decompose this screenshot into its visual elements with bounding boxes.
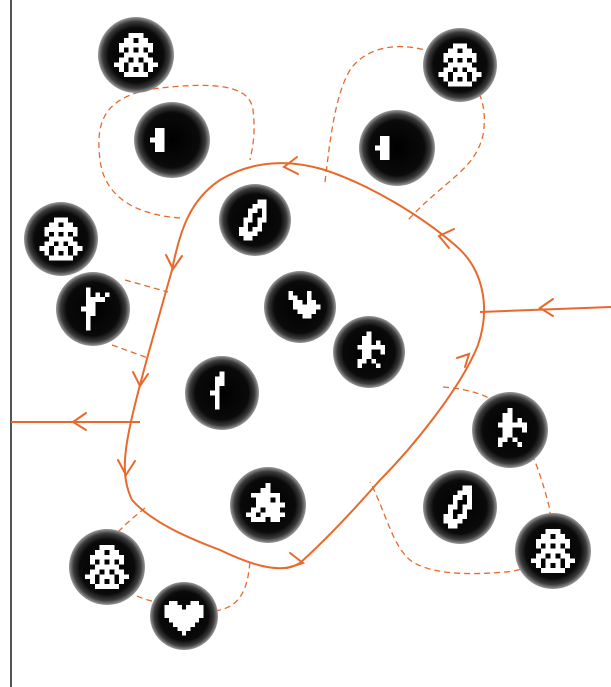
disc-glyph bbox=[246, 483, 285, 522]
disc-glyph bbox=[531, 529, 575, 573]
disc-glyph bbox=[114, 33, 158, 77]
disc-top-right-large-mark bbox=[359, 110, 435, 186]
arrowhead-left-top bbox=[165, 254, 183, 271]
arrowhead-inlet bbox=[538, 298, 554, 317]
arrowhead-outlet bbox=[71, 412, 87, 431]
arrowhead-bottom bbox=[286, 552, 306, 569]
disc-glyph bbox=[497, 408, 527, 447]
disc-right-zero bbox=[423, 470, 497, 544]
disc-glyph bbox=[164, 600, 204, 636]
disc-glyph bbox=[39, 217, 83, 261]
disc-glyph bbox=[357, 331, 386, 369]
disc-background bbox=[423, 470, 497, 544]
disc-glyph bbox=[288, 290, 321, 319]
flow-closed-loop bbox=[123, 162, 485, 570]
arrowhead-left-upper bbox=[132, 371, 149, 388]
disc-glyph bbox=[238, 199, 267, 241]
disc-background bbox=[185, 356, 259, 430]
disc-center-figure bbox=[333, 316, 405, 388]
flow-inlet-right bbox=[479, 306, 611, 313]
arrowhead-left-lower bbox=[117, 459, 136, 477]
flow-arrowheads bbox=[71, 156, 554, 569]
disc-glyph bbox=[210, 371, 225, 410]
disc-glyph bbox=[438, 43, 482, 87]
disc-center-bottom-star bbox=[230, 467, 306, 543]
disc-center-wave bbox=[264, 271, 336, 343]
arrowhead-right bbox=[456, 352, 471, 368]
disc-bottom-left-face bbox=[69, 529, 145, 605]
disc-background bbox=[219, 184, 291, 256]
disc-left-upper-face bbox=[24, 202, 98, 276]
disc-glyph bbox=[150, 127, 165, 153]
arrowhead-upper-right bbox=[437, 228, 455, 249]
disc-background bbox=[134, 102, 210, 178]
solid-flow-lines bbox=[11, 162, 611, 570]
sample-discs bbox=[24, 17, 591, 650]
disc-top-left-large-mark bbox=[134, 102, 210, 178]
disc-glyph bbox=[375, 135, 390, 161]
disc-left-lower-tree bbox=[56, 272, 130, 346]
disc-glyph bbox=[81, 287, 110, 331]
disc-glyph bbox=[85, 545, 129, 589]
disc-center-top-zero bbox=[219, 184, 291, 256]
disc-bottom-heart bbox=[150, 582, 218, 650]
disc-center-one bbox=[185, 356, 259, 430]
dashed-link-left-upper bbox=[124, 279, 169, 293]
disc-right-figure bbox=[472, 392, 548, 468]
arrowhead-top bbox=[282, 156, 299, 175]
disc-background bbox=[359, 110, 435, 186]
disc-glyph bbox=[443, 485, 472, 529]
dashed-link-left-lower bbox=[111, 344, 149, 359]
disc-top-left-small-face bbox=[98, 17, 174, 93]
disc-right-bottom-face bbox=[515, 513, 591, 589]
disc-top-right-small-face bbox=[423, 28, 497, 102]
